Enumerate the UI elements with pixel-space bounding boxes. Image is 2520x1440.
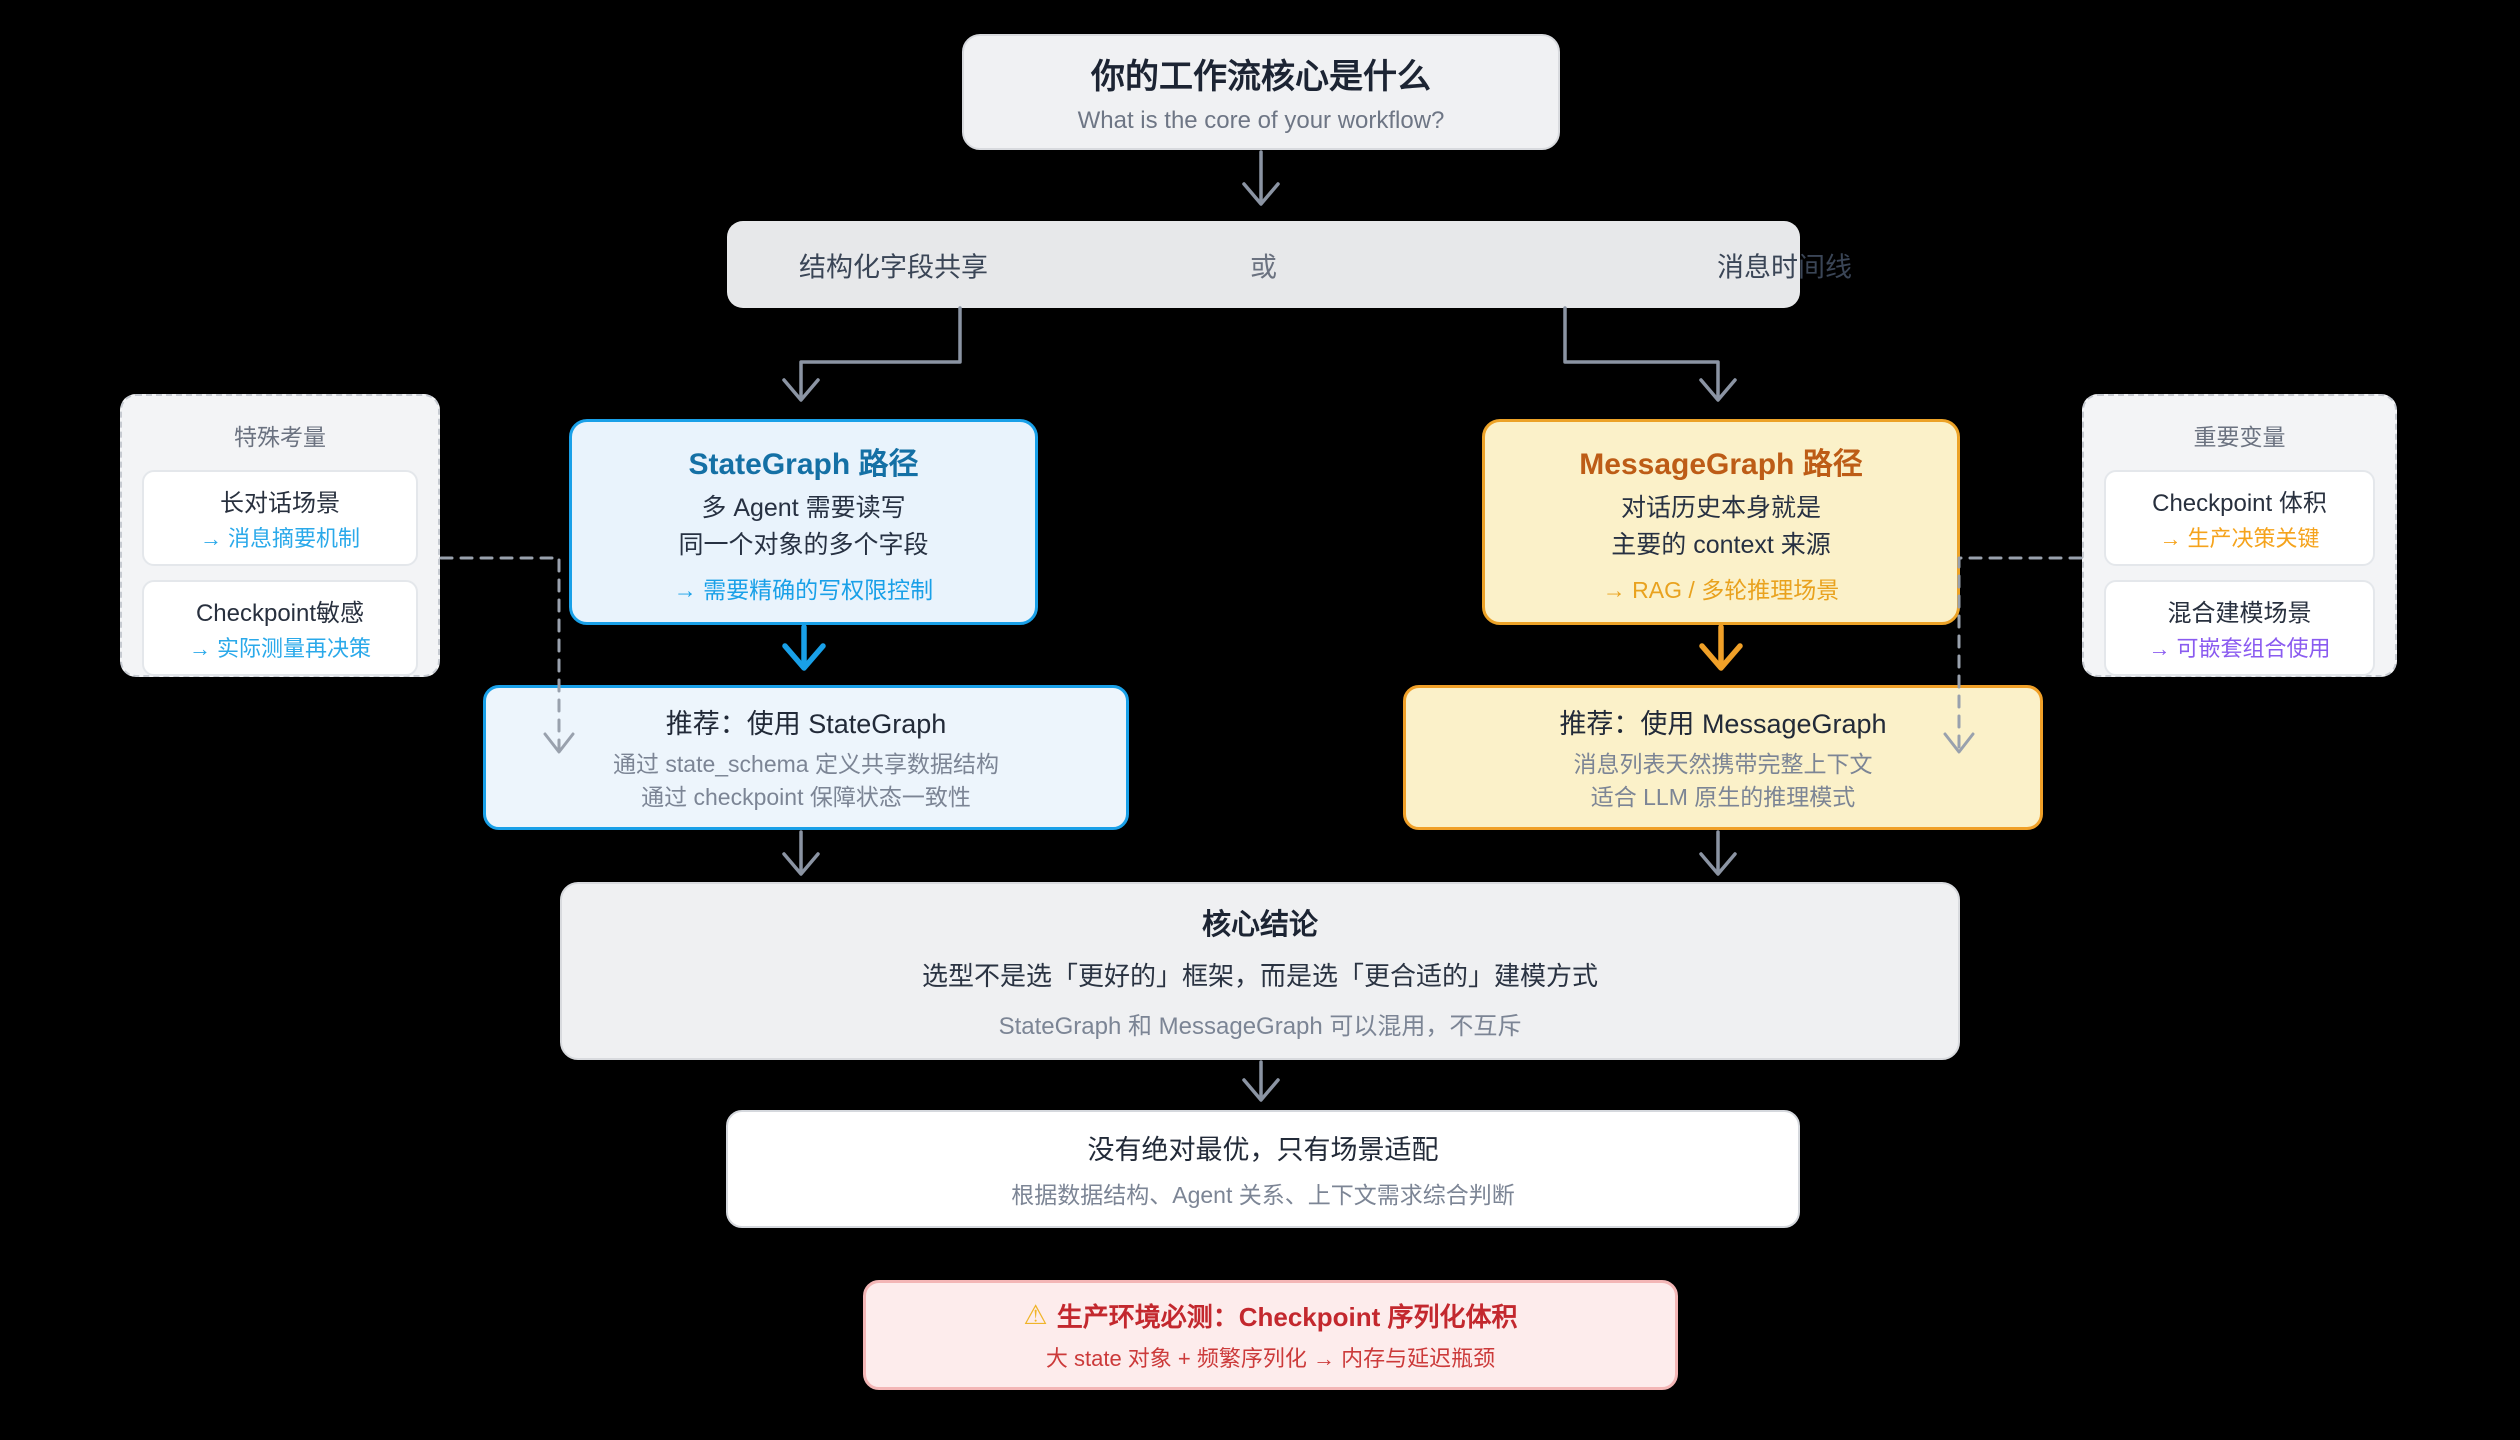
core-conclusion-line1: 选型不是选「更好的」框架，而是选「更合适的」建模方式 [921, 961, 1598, 991]
card-label: Checkpoint 体积 [2152, 490, 2327, 517]
stategraph-path-note: → 需要精确的写权限控制 [673, 576, 934, 603]
messagegraph-recommendation-title: 推荐：使用 MessageGraph [1559, 709, 1887, 740]
stategraph-recommendation-line2: 通过 checkpoint 保障状态一致性 [641, 783, 971, 810]
stategraph-path-node: StateGraph 路径 多 Agent 需要读写 同一个对象的多个字段 → … [569, 419, 1038, 625]
root-question-title: 你的工作流核心是什么 [1091, 58, 1431, 96]
core-conclusion-title: 核心结论 [1201, 909, 1318, 941]
messagegraph-recommendation-node: 推荐：使用 MessageGraph 消息列表天然携带完整上下文 适合 LLM … [1403, 685, 2043, 830]
arrow-bar-to-messagegraph [1563, 306, 1720, 398]
card-label: 混合建模场景 [2167, 600, 2312, 627]
stategraph-path-line1: 多 Agent 需要读写 [701, 494, 906, 523]
important-variables-title: 重要变量 [2193, 424, 2286, 450]
production-warning-title: 生产环境必测：Checkpoint 序列化体积 [1056, 1302, 1518, 1332]
arrowhead-bar-to-stategraph [782, 378, 820, 402]
messagegraph-path-line1: 对话历史本身就是 [1620, 494, 1821, 523]
important-variable-card: Checkpoint 体积 → 生产决策关键 [2104, 470, 2375, 566]
choice-bar: 结构化字段共享 或 消息时间线 [727, 221, 1852, 308]
core-conclusion-node: 核心结论 选型不是选「更好的」框架，而是选「更合适的」建模方式 StateGra… [560, 882, 1960, 1060]
arrowhead-bar-to-messagegraph [1699, 378, 1737, 402]
production-warning-subtitle: 大 state 对象 + 频繁序列化 → 内存与延迟瓶颈 [1045, 1346, 1496, 1371]
important-variable-card: 混合建模场景 → 可嵌套组合使用 [2104, 580, 2375, 676]
root-question-subtitle: What is the core of your workflow? [1077, 107, 1445, 134]
final-verdict-title: 没有绝对最优，只有场景适配 [1087, 1135, 1439, 1165]
arrowhead-mgrec-to-core [1699, 852, 1737, 876]
final-verdict-subtitle: 根据数据结构、Agent 关系、上下文需求综合判断 [1011, 1182, 1515, 1208]
stategraph-recommendation-node: 推荐：使用 StateGraph 通过 state_schema 定义共享数据结… [483, 685, 1129, 830]
arrowhead-stategraph-to-rec [782, 643, 826, 671]
messagegraph-path-note: → RAG / 多轮推理场景 [1602, 576, 1840, 603]
card-label: Checkpoint敏感 [195, 600, 365, 627]
stategraph-recommendation-detail: 通过 state_schema 定义共享数据结构 通过 checkpoint 保… [613, 748, 999, 812]
messagegraph-recommendation-line1: 消息列表天然携带完整上下文 [1573, 751, 1873, 778]
core-conclusion-line2: StateGraph 和 MessageGraph 可以混用，不互斥 [998, 1013, 1522, 1040]
choice-structured-fields-label: 结构化字段共享 [799, 252, 988, 282]
special-consideration-card: Checkpoint敏感 → 实际测量再决策 [142, 580, 418, 676]
card-note: → 消息摘要机制 [199, 526, 361, 551]
messagegraph-path-title: MessageGraph 路径 [1579, 448, 1863, 482]
stategraph-path-line2: 同一个对象的多个字段 [678, 530, 929, 559]
production-warning-title-row: ⚠ 生产环境必测：Checkpoint 序列化体积 [1023, 1297, 1517, 1334]
arrow-bar-to-stategraph [799, 306, 962, 398]
important-variables-panel: 重要变量 Checkpoint 体积 → 生产决策关键 混合建模场景 → 可嵌套… [2082, 394, 2397, 677]
card-note: → 实际测量再决策 [188, 636, 372, 661]
messagegraph-path-node: MessageGraph 路径 对话历史本身就是 主要的 context 来源 … [1482, 419, 1960, 625]
arrowhead-core-to-final [1242, 1078, 1280, 1102]
card-note: → 生产决策关键 [2159, 526, 2320, 551]
card-label: 长对话场景 [220, 490, 340, 517]
arrowhead-messagegraph-to-rec [1699, 643, 1743, 671]
special-consideration-card: 长对话场景 → 消息摘要机制 [142, 470, 418, 566]
stategraph-path-title: StateGraph 路径 [688, 448, 919, 482]
choice-message-timeline-label: 消息时间线 [1717, 252, 1852, 282]
messagegraph-recommendation-detail: 消息列表天然携带完整上下文 适合 LLM 原生的推理模式 [1574, 748, 1873, 812]
messagegraph-path-line2: 主要的 context 来源 [1611, 530, 1831, 559]
arrowhead-sgrec-to-core [782, 852, 820, 876]
production-warning-node: ⚠ 生产环境必测：Checkpoint 序列化体积 大 state 对象 + 频… [863, 1280, 1678, 1390]
final-verdict-node: 没有绝对最优，只有场景适配 根据数据结构、Agent 关系、上下文需求综合判断 [726, 1110, 1800, 1228]
stategraph-recommendation-title: 推荐：使用 StateGraph [665, 709, 947, 740]
root-question-node: 你的工作流核心是什么 What is the core of your work… [962, 34, 1560, 150]
choice-or-label: 或 [1250, 252, 1277, 282]
special-considerations-panel: 特殊考量 长对话场景 → 消息摘要机制 Checkpoint敏感 → 实际测量再… [120, 394, 440, 677]
warning-icon: ⚠ [1023, 1300, 1048, 1330]
card-note: → 可嵌套组合使用 [2148, 636, 2331, 661]
special-considerations-title: 特殊考量 [234, 424, 326, 450]
messagegraph-recommendation-line2: 适合 LLM 原生的推理模式 [1590, 783, 1856, 810]
stategraph-recommendation-line1: 通过 state_schema 定义共享数据结构 [613, 751, 999, 778]
arrowhead-root-to-bar [1242, 182, 1280, 206]
